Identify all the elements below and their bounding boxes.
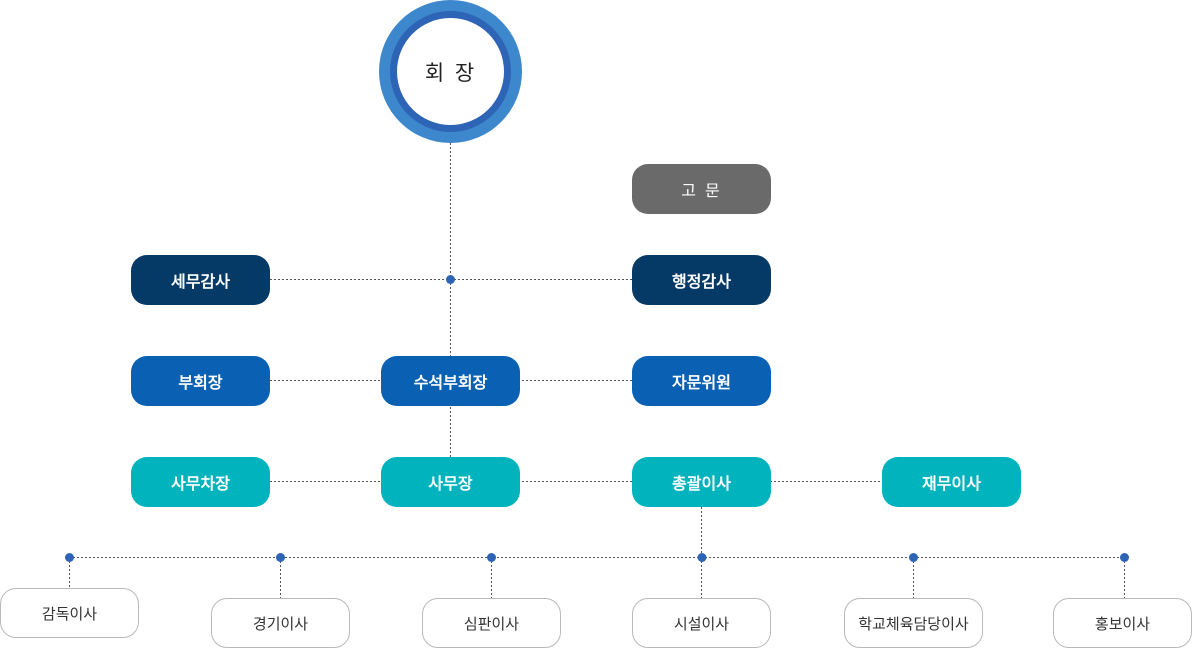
director-node-6: 홍보이사 [1053,598,1192,648]
junction-dot [909,553,918,562]
director-node-4: 시설이사 [632,598,771,648]
junction-dot [276,553,285,562]
director-node-3: 심판이사 [422,598,561,648]
chairman-label: 회 장 [397,18,504,125]
director-node-1: 감독이사 [0,588,139,638]
vice-president-node: 부회장 [131,356,270,406]
junction-dot [697,553,707,562]
chairman-ring: 회 장 [390,11,511,132]
advisory-committee-node: 자문위원 [632,356,771,406]
chairman-node: 회 장 [379,0,522,143]
tax-audit-node: 세무감사 [131,255,270,305]
finance-director-node: 재무이사 [882,457,1021,507]
junction-dot [65,553,74,562]
deputy-secretary-node: 사무차장 [131,457,270,507]
junction-dot [446,275,455,284]
junction-dot [1120,553,1129,562]
advisor-node: 고 문 [632,164,771,214]
director-node-5: 학교체육담당이사 [844,598,983,648]
secretary-general-node: 사무장 [381,457,520,507]
director-node-2: 경기이사 [211,598,350,648]
general-director-node: 총괄이사 [632,457,771,507]
junction-dot [487,553,496,562]
admin-audit-node: 행정감사 [632,255,771,305]
senior-vice-president-node: 수석부회장 [381,356,520,406]
